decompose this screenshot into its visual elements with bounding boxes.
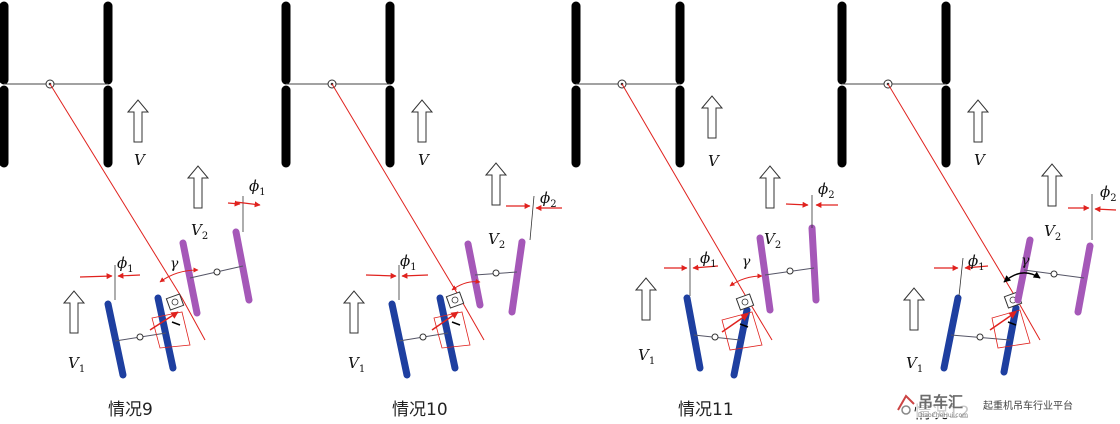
rear-angle-label: ϕ1 <box>249 177 266 198</box>
front-angle-label: ϕ1 <box>968 252 985 273</box>
tractor-speed-label: V <box>134 151 147 169</box>
rear-speed-label: V2 <box>764 230 781 251</box>
front-angle-label: ϕ1 <box>400 252 417 273</box>
front-speed-label: V1 <box>638 346 655 367</box>
tractor-speed-label: V <box>418 151 431 169</box>
gamma-label: γ <box>742 254 751 270</box>
gamma-label: γ <box>1021 253 1030 269</box>
caption-case-10: 情况10 <box>392 400 448 420</box>
front-angle-label: ϕ1 <box>700 249 717 270</box>
gamma-label: γ <box>170 256 179 272</box>
panel-case-12: V γ V2 ϕ2 ϕ1 V1 情况12 <box>842 6 1117 423</box>
front-speed-label: V1 <box>68 354 85 375</box>
front-speed-label: V1 <box>906 354 923 375</box>
panel-case-11: V γ V2 ϕ2 ϕ1 V1 情况11 <box>576 6 838 420</box>
watermark-brand: 吊车汇 <box>918 393 963 411</box>
rear-angle-label: ϕ2 <box>1100 183 1117 204</box>
rear-angle-label: ϕ2 <box>818 180 835 201</box>
watermark: 吊车汇 DiaoCheHui.com 起重机吊车行业平台 <box>897 388 1076 419</box>
tractor-speed-arrow <box>127 99 149 143</box>
rear-speed-label: V2 <box>191 221 208 242</box>
rear-speed-label: V2 <box>488 230 505 251</box>
caption-case-11: 情况11 <box>678 400 734 420</box>
front-speed-label: V1 <box>348 354 365 375</box>
panel-case-10: V V2 ϕ2 ϕ1 V1 情况10 <box>286 6 562 420</box>
rear-angle-label: ϕ2 <box>540 189 557 210</box>
tractor-speed-label: V <box>708 152 721 170</box>
crane-logo-icon <box>897 394 915 415</box>
front-angle-label: ϕ1 <box>117 254 134 275</box>
panel-case-9: V γ V2 ϕ1 ϕ1 V1 <box>4 6 266 420</box>
watermark-url: DiaoCheHui.com <box>918 412 968 419</box>
caption-case-9: 情况9 <box>108 400 153 420</box>
watermark-slogan: 起重机吊车行业平台 <box>983 399 1073 412</box>
tractor-speed-label: V <box>974 151 987 169</box>
rear-speed-label: V2 <box>1044 222 1061 243</box>
